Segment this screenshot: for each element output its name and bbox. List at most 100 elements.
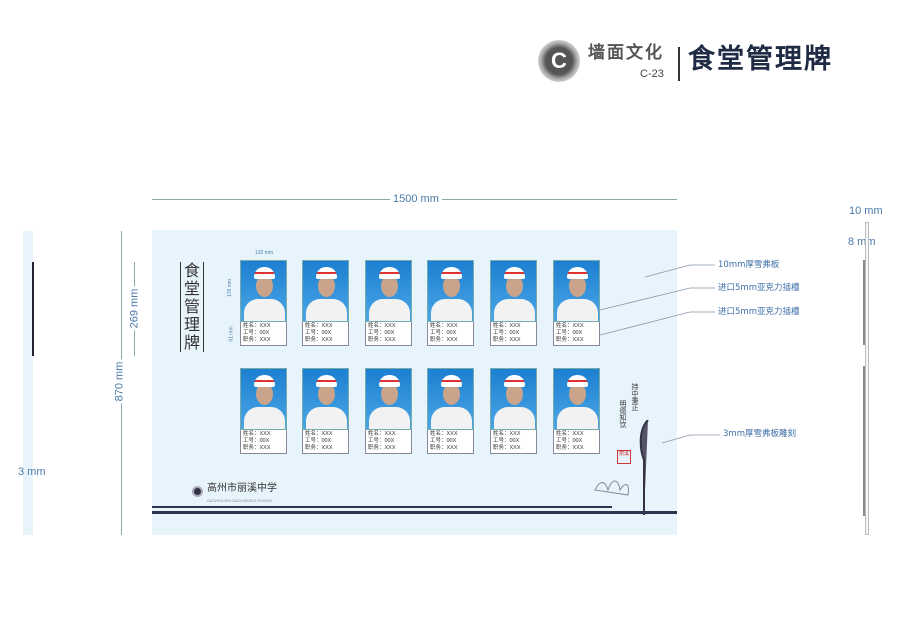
staff-role: 职务：XXX (430, 445, 458, 451)
side-slot-upper (863, 260, 865, 345)
seal-stamp: 丽溪 (617, 450, 631, 464)
poem-line-2: 明德知饮 (619, 400, 627, 428)
staff-role: 职务：XXX (493, 445, 521, 451)
staff-photo (427, 368, 474, 430)
info-height-label: 61 mm (228, 326, 235, 342)
annotation-slot-1: 进口5mm亚克力插槽 (718, 283, 800, 293)
page-title: 食堂管理牌 (688, 44, 833, 75)
school-name-en: GAOZHOUSHI GAOXI MIDDLE SCHOOL (207, 499, 273, 503)
school-name: 高州市丽溪中学 (207, 483, 277, 494)
annotation-slot-2: 进口5mm亚克力插槽 (718, 307, 800, 317)
staff-role: 职务：XXX (493, 337, 521, 343)
side-view-right (865, 222, 869, 535)
staff-photo (427, 260, 474, 322)
staff-photo (240, 260, 287, 322)
poem-line-1: 持中秉正 (631, 383, 639, 411)
staff-id: 工号：00X (493, 330, 520, 336)
staff-id: 工号：00X (243, 330, 270, 336)
decor-line-bottom (152, 511, 677, 514)
width-label: 1500 mm (390, 193, 442, 206)
side-title-edge (32, 262, 34, 356)
staff-role: 职务：XXX (305, 337, 333, 343)
staff-photo (553, 368, 600, 430)
staff-name: 姓名：XXX (556, 431, 584, 437)
total-thickness-label: 10 mm (849, 205, 883, 217)
staff-name: 姓名：XXX (368, 323, 396, 329)
staff-role: 职务：XXX (368, 445, 396, 451)
staff-id: 工号：00X (368, 438, 395, 444)
staff-name: 姓名：XXX (430, 431, 458, 437)
staff-photo (302, 260, 349, 322)
brand-name: 墙面文化 (588, 43, 664, 63)
height-label: 870 mm (113, 359, 127, 404)
product-code: C-23 (640, 68, 664, 80)
brush-lotus-decoration (594, 420, 649, 515)
brand-logo: C (538, 40, 580, 82)
photo-height-label: 176 mm (227, 278, 234, 298)
staff-name: 姓名：XXX (305, 323, 333, 329)
inner-thickness-label: 8 mm (848, 236, 876, 248)
staff-name: 姓名：XXX (305, 431, 333, 437)
staff-id: 工号：00X (556, 438, 583, 444)
staff-role: 职务：XXX (368, 337, 396, 343)
staff-name: 姓名：XXX (243, 323, 271, 329)
staff-name: 姓名：XXX (493, 323, 521, 329)
staff-role: 职务：XXX (305, 445, 333, 451)
annotation-board-material: 10mm厚雪弗板 (718, 260, 780, 270)
staff-photo (553, 260, 600, 322)
side-slot-lower (863, 366, 865, 516)
staff-photo (302, 368, 349, 430)
staff-id: 工号：00X (493, 438, 520, 444)
staff-id: 工号：00X (556, 330, 583, 336)
school-emblem-icon (192, 486, 203, 497)
staff-id: 工号：00X (305, 330, 332, 336)
staff-name: 姓名：XXX (430, 323, 458, 329)
board-vertical-title: 食堂管理牌 (180, 262, 204, 352)
staff-name: 姓名：XXX (493, 431, 521, 437)
staff-role: 职务：XXX (243, 337, 271, 343)
decor-line-top (152, 506, 612, 508)
annotation-carving: 3mm厚雪弗板雕刻 (723, 429, 796, 439)
staff-photo (490, 368, 537, 430)
annotation-leaders (599, 264, 720, 444)
staff-id: 工号：00X (368, 330, 395, 336)
staff-id: 工号：00X (305, 438, 332, 444)
staff-photo (365, 260, 412, 322)
title-height-label: 269 mm (128, 286, 142, 331)
side-thickness-label: 3 mm (18, 466, 46, 478)
staff-role: 职务：XXX (243, 445, 271, 451)
staff-photo (240, 368, 287, 430)
staff-photo (490, 260, 537, 322)
staff-id: 工号：00X (243, 438, 270, 444)
staff-photo (365, 368, 412, 430)
photo-width-label: 132 mm (255, 250, 274, 256)
staff-id: 工号：00X (430, 438, 457, 444)
side-view-left (23, 231, 33, 535)
staff-id: 工号：00X (430, 330, 457, 336)
staff-role: 职务：XXX (556, 337, 584, 343)
staff-name: 姓名：XXX (243, 431, 271, 437)
